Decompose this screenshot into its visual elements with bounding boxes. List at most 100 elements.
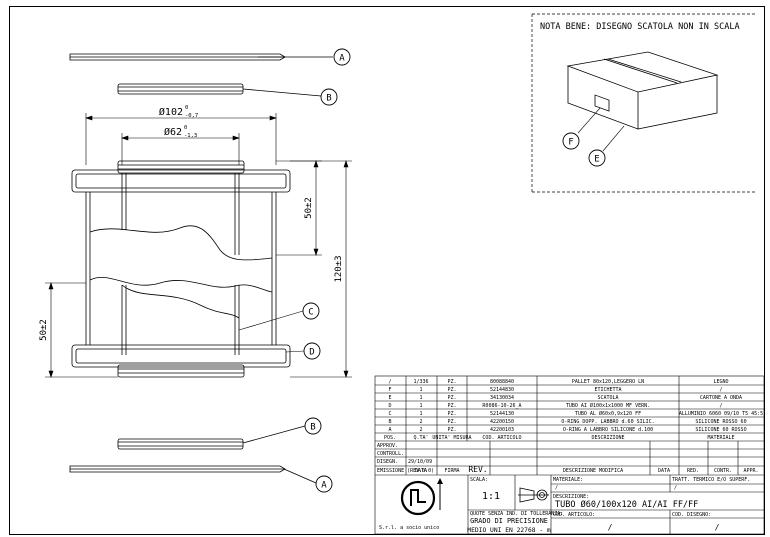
label-controll: CONTROLL. bbox=[377, 451, 404, 457]
callout-f-leader bbox=[577, 107, 601, 134]
dimension-outer-diameter bbox=[85, 113, 277, 165]
descrizione-value: TUBO Ø60/100x120 AI/AI FF/FF bbox=[555, 499, 698, 510]
bom-cell-qty: 1 bbox=[419, 411, 422, 417]
cod-articolo-value: / bbox=[608, 523, 613, 532]
bom-cell-pos: D bbox=[388, 403, 391, 409]
dimension-half-length-top bbox=[276, 160, 322, 256]
scala-value: 1:1 bbox=[482, 491, 500, 502]
label-rev: REV. bbox=[468, 465, 487, 474]
title-block-grid bbox=[374, 375, 765, 535]
label-cod-articolo: COD. ARTICOLO: bbox=[553, 512, 595, 518]
bom-cell-unit: PZ. bbox=[447, 427, 456, 433]
bom-cell-pos: C bbox=[388, 411, 391, 417]
bom-cell-desc: ETICHETTA bbox=[594, 387, 621, 393]
callout-b-bottom-label: B bbox=[310, 423, 315, 433]
callout-e bbox=[588, 149, 606, 167]
o-ring-b-top bbox=[117, 83, 322, 97]
dimension-half-length-left bbox=[45, 282, 118, 378]
bom-cell-desc: PALLET 80x120,LEGGERO LN bbox=[572, 379, 644, 385]
label-cod-disegno: COD. DISEGNO: bbox=[672, 512, 711, 518]
callout-b-top-label: B bbox=[326, 94, 331, 104]
callout-d-label: D bbox=[309, 348, 314, 358]
callout-b-top bbox=[320, 88, 338, 106]
o-ring-b-bottom bbox=[117, 425, 306, 450]
bom-header-code: COD. ARTICOLO bbox=[482, 435, 521, 441]
callout-c bbox=[302, 302, 320, 320]
bom-cell-desc: O-RING A LABBRO SILICONE d.100 bbox=[563, 427, 653, 433]
bom-header-unit: UNITA' MISURA bbox=[432, 435, 471, 441]
box-note-text: NOTA BENE: DISEGNO SCATOLA NON IN SCALA bbox=[540, 22, 740, 32]
bom-cell-unit: PZ. bbox=[447, 379, 456, 385]
callout-f-label: F bbox=[568, 138, 573, 148]
bom-cell-material: / bbox=[719, 387, 722, 393]
callout-f bbox=[562, 132, 580, 150]
bom-cell-unit: PZ. bbox=[447, 395, 456, 401]
o-ring-a-bottom bbox=[69, 465, 317, 484]
bom-cell-unit: PZ. bbox=[447, 411, 456, 417]
callout-c-label: C bbox=[308, 308, 313, 318]
label-tratt: TRATT. TERMICO E/O SUPERF. bbox=[672, 477, 750, 483]
label-descrizione: DESCRIZIONE: bbox=[553, 494, 589, 500]
bom-cell-pos: E bbox=[388, 395, 391, 401]
dim-inner-tol-upper: 0 bbox=[184, 125, 187, 131]
bom-cell-code: 42200150 bbox=[490, 419, 514, 425]
cod-disegno-value: / bbox=[715, 523, 720, 532]
bom-cell-material: SILICONE ROSSO 60 bbox=[695, 419, 746, 425]
callout-d-leader bbox=[285, 350, 305, 353]
bom-cell-material: LEGNO bbox=[713, 379, 728, 385]
label-scala: SCALA: bbox=[470, 477, 488, 483]
pipe-assembly bbox=[71, 160, 291, 378]
bom-cell-code: 52144130 bbox=[490, 411, 514, 417]
dimension-total-length bbox=[290, 160, 352, 378]
bom-cell-unit: PZ. bbox=[447, 419, 456, 425]
callout-a-top bbox=[333, 48, 351, 66]
callout-e-label: E bbox=[594, 155, 599, 165]
dim-inner-diameter-value: Ø62 bbox=[164, 126, 182, 138]
bom-cell-code: 52144830 bbox=[490, 387, 514, 393]
bom-cell-pos: F bbox=[388, 387, 391, 393]
bom-header-qty: Q.TA' bbox=[413, 435, 428, 441]
label-contr: CONTR. bbox=[714, 468, 732, 474]
bom-cell-material: CARTONE A ONDA bbox=[700, 395, 742, 401]
dim-half-length-top-value: 50±2 bbox=[304, 197, 314, 219]
bom-cell-qty: 1 bbox=[419, 403, 422, 409]
box-note-frame bbox=[531, 13, 757, 193]
label-data: DATA bbox=[415, 468, 427, 474]
label-rev-data: DATA bbox=[658, 468, 670, 474]
bom-cell-qty: 1 bbox=[419, 395, 422, 401]
company-name: S.r.l. a socio unico bbox=[379, 525, 439, 531]
bom-cell-qty: 2 bbox=[419, 419, 422, 425]
bom-cell-qty: 1/336 bbox=[413, 379, 428, 385]
bom-cell-unit: PZ. bbox=[447, 403, 456, 409]
label-red: RED. bbox=[687, 468, 699, 474]
projection-symbol-icon bbox=[518, 487, 549, 503]
callout-d bbox=[303, 342, 321, 360]
bom-cell-code: 80088840 bbox=[490, 379, 514, 385]
callout-a-bottom bbox=[315, 475, 333, 493]
callout-a-bottom-label: A bbox=[321, 481, 327, 491]
bom-cell-desc: O-RING DOPP. LABBRO d.60 SILIC. bbox=[561, 419, 654, 425]
bom-cell-code: 34130034 bbox=[490, 395, 514, 401]
callout-c-leader bbox=[238, 310, 304, 331]
tolerance-note: QUOTE SENZA IND. DI TOLLERANZA: bbox=[470, 511, 563, 517]
label-emission: EMISSIONE (REV.0.0) bbox=[377, 468, 434, 474]
dim-outer-diameter-value: Ø102 bbox=[159, 106, 183, 118]
dim-outer-tol-upper: 0 bbox=[185, 105, 188, 111]
bom-header-pos: POS. bbox=[384, 435, 396, 441]
dim-total-length-value: 120±3 bbox=[334, 255, 344, 282]
callout-e-leader bbox=[602, 125, 625, 152]
bom-cell-code: R0086-10-26_A bbox=[482, 403, 521, 409]
grado-precisione: GRADO DI PRECISIONE bbox=[470, 517, 548, 525]
label-disegn: DISEGN. bbox=[377, 459, 398, 465]
bom-cell-desc: TUBO AL Ø60x0,9x120 FF bbox=[575, 410, 641, 417]
bom-cell-pos: B bbox=[388, 419, 391, 425]
label-firma: FIRMA bbox=[444, 468, 459, 474]
label-descrizione-modifica: DESCRIZIONE MODIFICA bbox=[563, 468, 623, 474]
bom-cell-code: 42200103 bbox=[490, 427, 514, 433]
dimension-inner-diameter bbox=[121, 133, 240, 165]
tratt-value: / bbox=[674, 485, 677, 491]
sheet-border bbox=[9, 6, 765, 535]
bom-cell-qty: 1 bbox=[419, 387, 422, 393]
